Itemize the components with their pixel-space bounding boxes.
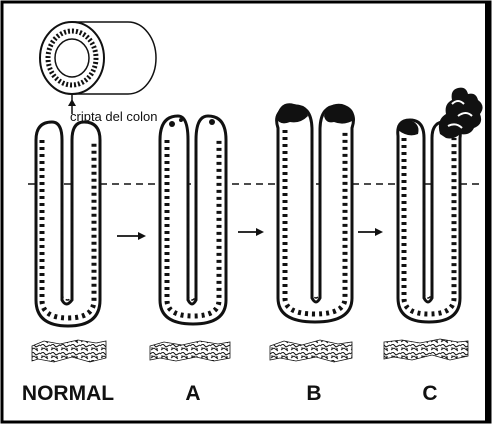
crypt-c-outline: [398, 120, 461, 322]
stroma-c: [384, 339, 468, 360]
crypt-c-polyp-growth: [439, 88, 483, 139]
crypt-a-outline: [160, 116, 226, 324]
colon-tube-illustration: [40, 22, 156, 114]
crypt-b-outline: [277, 106, 354, 322]
crypt-b: [276, 103, 354, 322]
stroma-b: [270, 340, 352, 362]
crypt-normal: [36, 122, 100, 326]
stroma-a: [150, 341, 230, 361]
crypt-normal-outline: [36, 122, 100, 326]
arrow-a-to-b: [238, 228, 264, 236]
stroma-bands: [32, 339, 468, 362]
pointer-arrowhead: [68, 99, 76, 106]
stage-label-c: C: [422, 382, 437, 405]
colon-tube-lumen: [55, 39, 89, 77]
arrow-b-to-c: [358, 228, 383, 236]
stage-label-a: A: [185, 382, 200, 405]
crypt-c: [398, 88, 483, 322]
stroma-normal: [32, 340, 106, 362]
stage-label-normal: NORMAL: [22, 382, 114, 405]
arrow-normal-to-a: [117, 232, 146, 240]
crypt-a: [160, 116, 226, 324]
stage-label-b: B: [306, 382, 321, 405]
